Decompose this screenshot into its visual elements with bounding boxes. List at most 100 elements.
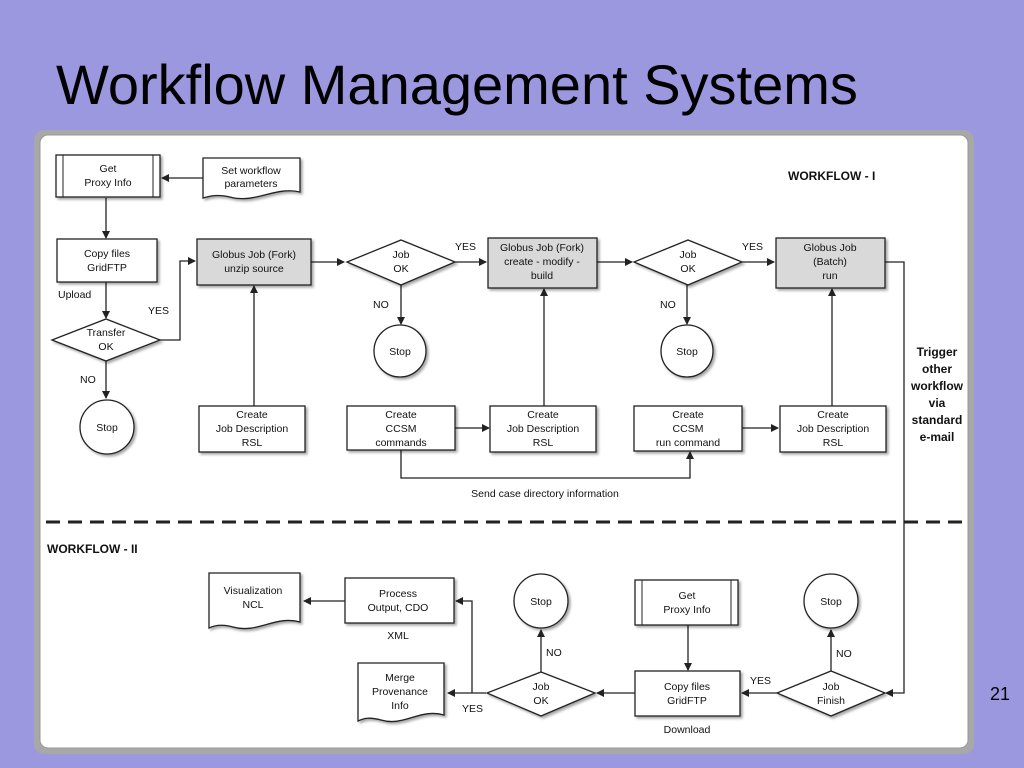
svg-text:Job: Job: [823, 681, 840, 693]
job-finish-decision: Job Finish: [775, 670, 887, 717]
svg-text:Merge: Merge: [385, 672, 415, 684]
svg-text:Finish: Finish: [817, 695, 845, 707]
job-ok-decision: Job OK: [485, 671, 597, 717]
svg-text:Create: Create: [385, 409, 417, 421]
svg-text:GridFTP: GridFTP: [667, 695, 707, 707]
stop-node: Stop: [660, 324, 714, 378]
svg-text:via: via: [929, 396, 946, 410]
stop-node: Stop: [79, 399, 135, 455]
svg-text:Transfer: Transfer: [87, 327, 126, 339]
svg-text:Job: Job: [533, 681, 550, 693]
globus-job-fork-unzip-node: Globus Job (Fork) unzip source: [196, 238, 312, 286]
svg-text:e-mail: e-mail: [920, 430, 955, 444]
svg-text:run: run: [822, 270, 837, 282]
svg-text:commands: commands: [375, 437, 426, 449]
svg-text:RSL: RSL: [823, 437, 844, 449]
page-number: 21: [990, 684, 1011, 704]
svg-text:Proxy Info: Proxy Info: [663, 604, 710, 616]
svg-text:Stop: Stop: [676, 346, 698, 358]
visualization-ncl-node: Visualization NCL: [208, 572, 301, 630]
create-job-description-rsl-node: Create Job Description RSL: [779, 405, 887, 453]
svg-text:OK: OK: [393, 263, 408, 275]
svg-text:Output, CDO: Output, CDO: [368, 602, 429, 614]
svg-text:CCSM: CCSM: [386, 423, 417, 435]
job-ok-decision: Job OK: [345, 239, 457, 286]
download-label: Download: [664, 724, 711, 736]
svg-text:Get: Get: [679, 590, 696, 602]
job2-no-label: NO: [660, 299, 676, 311]
svg-text:Job Description: Job Description: [797, 423, 870, 435]
get-proxy-info-node: Get Proxy Info: [634, 579, 739, 626]
finish-yes-label: YES: [750, 675, 771, 687]
svg-text:RSL: RSL: [242, 437, 263, 449]
svg-text:Create: Create: [672, 409, 704, 421]
copy-files-gridftp-node: Copy files GridFTP: [634, 670, 741, 717]
svg-text:other: other: [922, 362, 952, 376]
set-workflow-parameters-node: Set workflow parameters: [202, 157, 301, 200]
edges-workflow-2: [303, 597, 835, 697]
svg-text:Globus Job (Fork): Globus Job (Fork): [212, 249, 296, 261]
stop-node: Stop: [803, 573, 859, 629]
svg-text:Set workflow: Set workflow: [221, 165, 281, 177]
slide-title: Workflow Management Systems: [56, 53, 858, 116]
svg-text:NCL: NCL: [242, 599, 263, 611]
svg-text:(Batch): (Batch): [813, 256, 847, 268]
svg-text:Job Description: Job Description: [216, 423, 289, 435]
get-proxy-info-node: Get Proxy Info: [55, 154, 161, 198]
trigger-workflow-note: Trigger other workflow via standard e-ma…: [910, 345, 964, 444]
svg-text:Visualization: Visualization: [224, 585, 283, 597]
transfer-yes-label: YES: [148, 305, 169, 317]
svg-text:OK: OK: [98, 341, 113, 353]
edges-workflow-1: [102, 174, 905, 697]
svg-text:Job: Job: [393, 249, 410, 261]
svg-text:Proxy Info: Proxy Info: [84, 177, 131, 189]
svg-text:Job: Job: [680, 249, 697, 261]
svg-text:Process: Process: [379, 588, 417, 600]
svg-text:create - modify -: create - modify -: [504, 256, 580, 268]
job2-yes-label: YES: [742, 241, 763, 253]
job3-no-label: NO: [546, 647, 562, 659]
svg-text:Stop: Stop: [820, 596, 842, 608]
svg-text:Trigger: Trigger: [917, 345, 958, 359]
transfer-ok-decision: Transfer OK: [50, 318, 162, 362]
stop-node: Stop: [513, 573, 569, 629]
svg-text:OK: OK: [533, 695, 548, 707]
svg-text:Job Description: Job Description: [507, 423, 580, 435]
stop-node: Stop: [373, 324, 427, 378]
create-job-description-rsl-node: Create Job Description RSL: [198, 405, 306, 453]
svg-text:Copy files: Copy files: [664, 681, 710, 693]
svg-text:Create: Create: [527, 409, 559, 421]
create-job-description-rsl-node: Create Job Description RSL: [489, 405, 597, 453]
job-ok-decision: Job OK: [632, 239, 744, 286]
svg-text:Stop: Stop: [530, 596, 552, 608]
svg-text:Create: Create: [817, 409, 849, 421]
process-output-cdo-node: Process Output, CDO: [344, 577, 455, 624]
svg-text:run command: run command: [656, 437, 720, 449]
svg-text:Stop: Stop: [389, 346, 411, 358]
upload-label: Upload: [58, 289, 91, 301]
transfer-no-label: NO: [80, 374, 96, 386]
create-ccsm-commands-node: Create CCSM commands: [346, 405, 456, 451]
svg-text:standard: standard: [912, 413, 963, 427]
svg-text:RSL: RSL: [533, 437, 554, 449]
svg-text:Get: Get: [100, 163, 117, 175]
svg-text:GridFTP: GridFTP: [87, 262, 127, 274]
send-case-directory-label: Send case directory information: [471, 488, 619, 500]
workflow-1-label: WORKFLOW - I: [788, 169, 875, 183]
svg-text:Globus Job (Fork): Globus Job (Fork): [500, 242, 584, 254]
svg-text:build: build: [531, 270, 553, 282]
svg-text:unzip source: unzip source: [224, 263, 284, 275]
workflow-2-label: WORKFLOW - II: [47, 542, 138, 556]
svg-text:Provenance: Provenance: [372, 686, 428, 698]
svg-text:parameters: parameters: [224, 178, 277, 190]
svg-text:Create: Create: [236, 409, 268, 421]
globus-job-fork-build-node: Globus Job (Fork) create - modify - buil…: [487, 237, 598, 289]
create-ccsm-run-command-node: Create CCSM run command: [633, 405, 743, 452]
merge-provenance-info-node: Merge Provenance Info: [357, 662, 445, 723]
job1-no-label: NO: [373, 299, 389, 311]
copy-files-gridftp-node: Copy files GridFTP: [56, 238, 158, 283]
job1-yes-label: YES: [455, 241, 476, 253]
svg-text:Globus Job: Globus Job: [803, 242, 856, 254]
finish-no-label: NO: [836, 648, 852, 660]
